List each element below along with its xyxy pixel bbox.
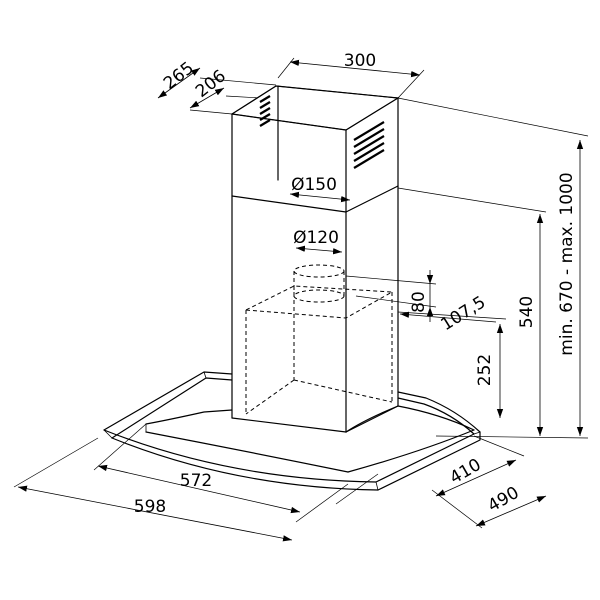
label-top-depth-inner: 206 [192,66,230,102]
label-collar-offset: 107,5 [437,292,489,335]
label-top-width: 300 [344,51,376,71]
glass-canopy [103,371,481,491]
label-glass-width-outer: 598 [134,497,166,517]
extension-lines [13,57,589,529]
label-duct-inlet-diameter: Ø120 [293,228,339,248]
label-collar-height: 80 [409,291,429,313]
lower-chimney [231,185,399,433]
label-lower-chimney-height: 540 [517,296,537,328]
label-total-height: min. 670 - max. 1000 [557,172,577,355]
label-glass-width-inner: 572 [180,471,212,491]
ventilation-slots-left [259,95,271,127]
label-glass-depth-outer: 490 [484,483,522,517]
label-duct-outlet-diameter: Ø150 [291,175,337,195]
label-body-height: 252 [475,354,495,386]
ventilation-slots-right [353,121,385,169]
hidden-motor-unit [244,264,394,428]
dimension-lines [17,59,584,542]
label-top-depth-outer: 265 [160,58,198,94]
label-glass-depth-inner: 410 [446,455,484,489]
upper-chimney [230,85,400,213]
